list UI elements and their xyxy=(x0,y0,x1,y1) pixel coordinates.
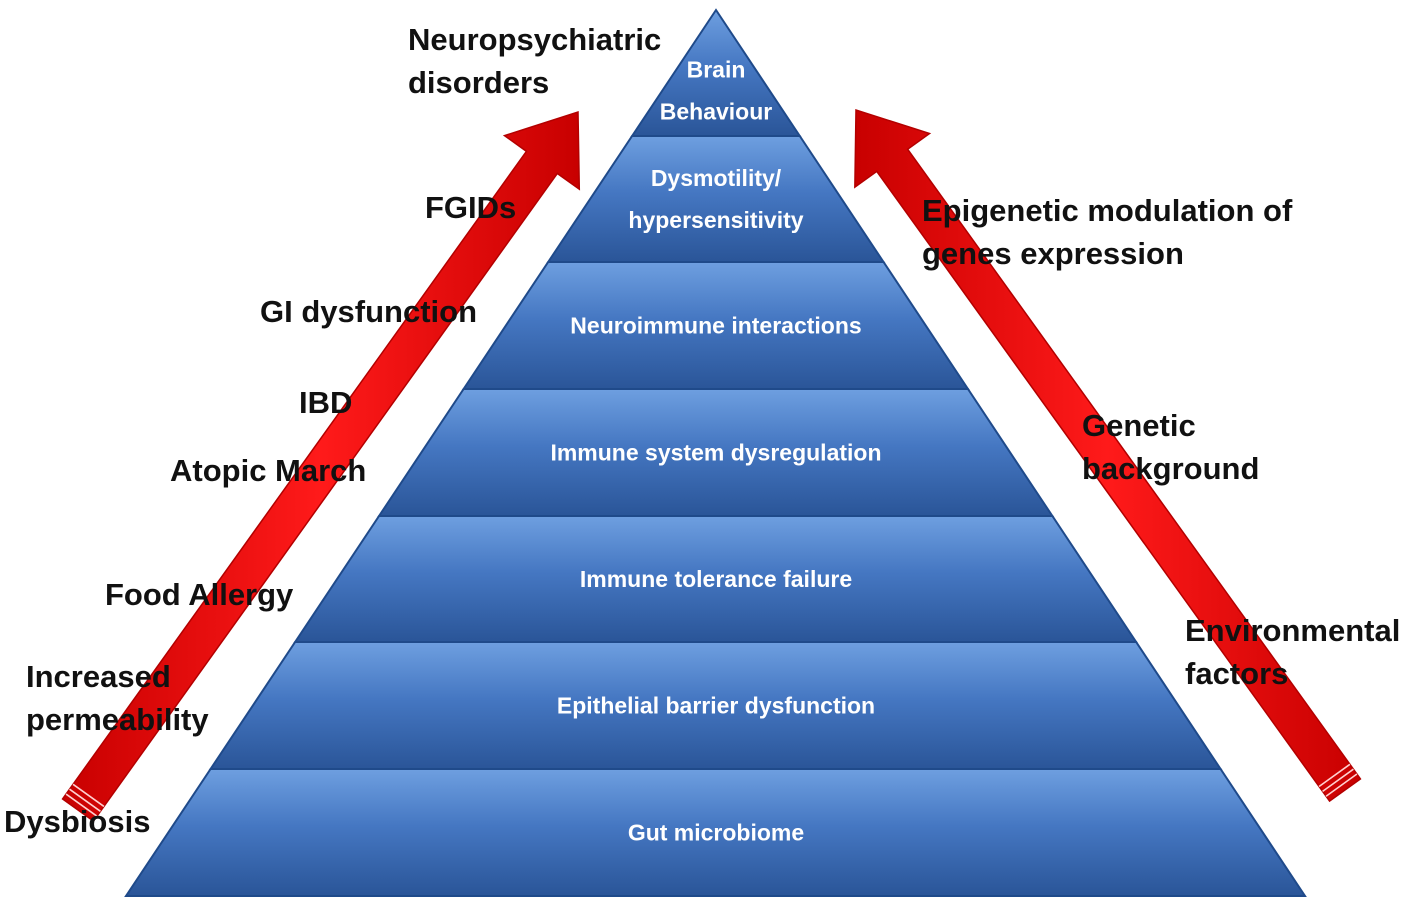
left_labels-2-text: GI dysfunction xyxy=(260,294,477,329)
right-arrow-tail-line xyxy=(1318,763,1351,788)
left-arrow-tail-line xyxy=(72,783,105,808)
right_labels-1-text: background xyxy=(1082,451,1259,486)
left_labels-4-text: Atopic March xyxy=(170,453,366,488)
pyramid-level-6 xyxy=(124,768,1307,897)
pyramid-level-4-text: Immune tolerance failure xyxy=(580,566,852,592)
left_labels-0-text: disorders xyxy=(408,65,549,100)
pyramid: BrainBehaviourDysmotility/hypersensitivi… xyxy=(124,8,1307,897)
pyramid-level-6-text: Gut microbiome xyxy=(628,820,804,846)
left-arrow xyxy=(61,110,581,823)
left_labels-0-text: Neuropsychiatric xyxy=(408,22,661,57)
pyramid-level-3-text: Immune system dysregulation xyxy=(550,440,881,466)
pyramid-level-0-text: Behaviour xyxy=(660,99,773,125)
right-arrow-tail-line xyxy=(1322,768,1354,792)
right_labels-1-text: Genetic xyxy=(1082,408,1196,443)
left-arrow-tail-line xyxy=(69,788,101,812)
arrows-layer xyxy=(61,108,1362,823)
left_labels-7-text: Dysbiosis xyxy=(4,804,150,839)
right-arrow xyxy=(854,108,1362,803)
right-arrow-tail-line xyxy=(1325,773,1358,797)
right_labels-2-text: Environmental xyxy=(1185,613,1400,648)
pyramid-level-1-text: Dysmotility/ xyxy=(651,165,782,191)
right_labels-2-text: factors xyxy=(1185,656,1288,691)
left_labels-1-text: FGIDs xyxy=(425,190,516,225)
right_labels-0-text: Epigenetic modulation of xyxy=(922,193,1293,228)
pyramid-level-1-text: hypersensitivity xyxy=(628,207,803,233)
left_labels-3-text: IBD xyxy=(299,385,352,420)
left_labels-6-text: permeability xyxy=(26,702,209,737)
pyramid-level-5-text: Epithelial barrier dysfunction xyxy=(557,693,875,719)
pyramid-level-1 xyxy=(546,135,886,263)
right_labels-0-text: genes expression xyxy=(922,236,1184,271)
pyramid-level-2-text: Neuroimmune interactions xyxy=(570,313,861,339)
left_labels-6-text: Increased xyxy=(26,659,171,694)
left-arrow-tail-line xyxy=(65,793,98,817)
left_labels-5-text: Food Allergy xyxy=(105,577,294,612)
pyramid-level-0-text: Brain xyxy=(687,57,746,83)
